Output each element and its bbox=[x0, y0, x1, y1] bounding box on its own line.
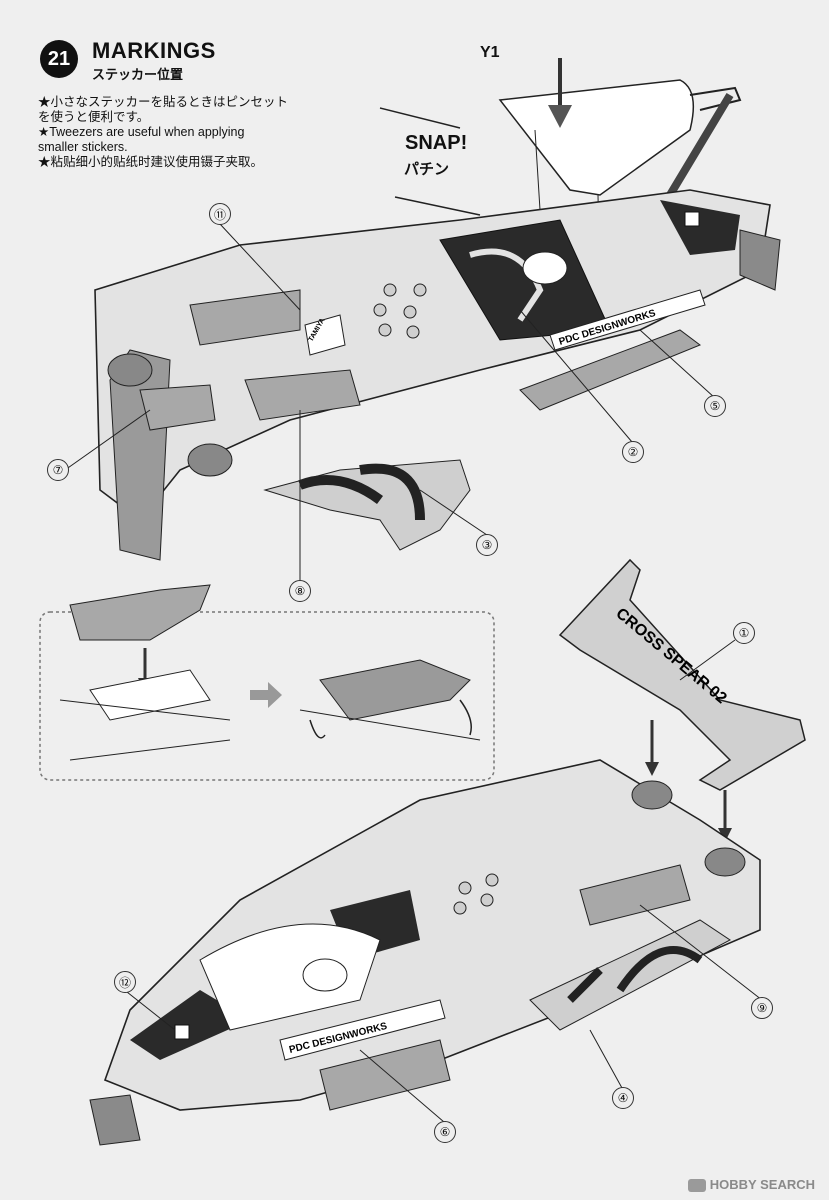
watermark-text: HOBBY SEARCH bbox=[709, 1176, 815, 1192]
callout-9: ⑨ bbox=[751, 997, 773, 1019]
note-line: ★小さなステッカーを貼るときはピンセット bbox=[38, 95, 289, 109]
callout-4: ④ bbox=[612, 1087, 634, 1109]
top-chassis-view: PDC DESIGNWORKS TAMIYA bbox=[94, 189, 781, 561]
page-subtitle: ステッカー位置 bbox=[92, 67, 184, 82]
callout-1: ① bbox=[733, 622, 755, 644]
snap-label-jp: パチン bbox=[404, 161, 450, 178]
note-line: ★Tweezers are useful when applying bbox=[38, 125, 245, 139]
note-line: smaller stickers. bbox=[38, 140, 128, 154]
instruction-notes: ★小さなステッカーを貼るときはピンセット を使うと便利です。 ★Tweezers… bbox=[38, 95, 348, 170]
step-number-badge: 21 bbox=[40, 40, 78, 78]
snap-label: SNAP! bbox=[405, 132, 468, 154]
note-line: ★粘贴细小的贴纸时建议使用镊子夹取。 bbox=[38, 155, 264, 169]
hobby-search-logo-icon bbox=[687, 1179, 706, 1192]
callout-6: ⑥ bbox=[434, 1121, 456, 1143]
part-label-y1: Y1 bbox=[480, 44, 500, 61]
callout-3: ③ bbox=[476, 534, 498, 556]
watermark: HOBBY SEARCH bbox=[687, 1176, 815, 1192]
callout-5: ⑤ bbox=[704, 395, 726, 417]
callout-8: ⑧ bbox=[289, 580, 311, 602]
page-title: MARKINGS bbox=[92, 38, 216, 63]
callout-11: ⑪ bbox=[209, 203, 231, 225]
inset-detail-box bbox=[39, 611, 495, 781]
callout-7: ⑦ bbox=[47, 459, 69, 481]
inset-sticker-step1 bbox=[59, 584, 231, 761]
callout-2: ② bbox=[622, 441, 644, 463]
inset-sticker-step2 bbox=[299, 659, 481, 741]
bottom-chassis-view: PDC DESIGNWORKS bbox=[89, 759, 761, 1146]
note-line: を使うと便利です。 bbox=[38, 110, 150, 124]
callout-12: ⑫ bbox=[114, 971, 136, 993]
arrow-right-icon bbox=[250, 682, 282, 708]
